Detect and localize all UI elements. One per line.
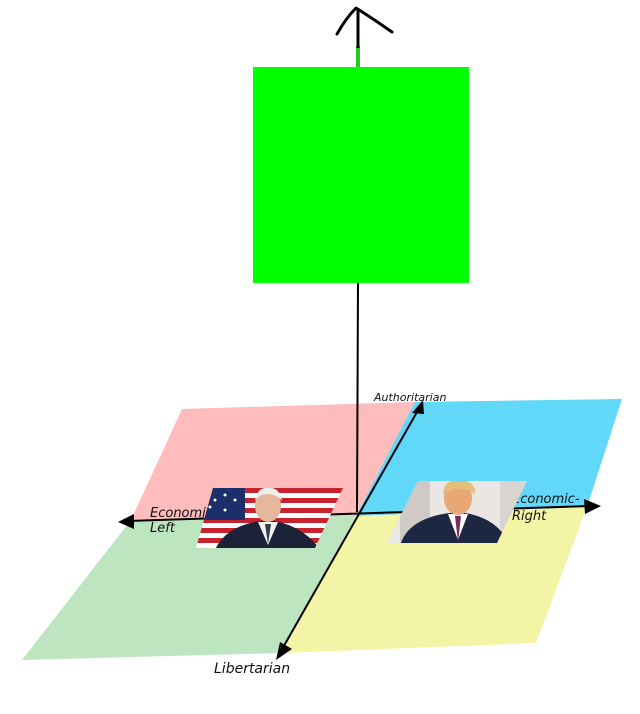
label-authoritarian: Authoritarian xyxy=(373,391,446,404)
hand-drawn-up-arrow-icon xyxy=(335,6,394,36)
libertarian-arrowhead xyxy=(276,642,292,660)
green-square xyxy=(253,67,469,283)
quadrant-libertarian-left xyxy=(22,516,356,660)
label-economic-right-2: Right xyxy=(512,509,547,524)
authoritarian-arrowhead xyxy=(412,400,424,414)
label-economic-right-1: Economic- xyxy=(512,492,580,507)
politician-portrait-left xyxy=(196,488,343,548)
label-economic-left-1: Economic- xyxy=(150,506,218,521)
vertical-pole xyxy=(356,281,359,513)
social-axis xyxy=(280,404,422,652)
label-economic-left-2: Left xyxy=(150,521,176,536)
label-libertarian: Libertarian xyxy=(214,661,290,677)
quadrant-libertarian-right xyxy=(282,507,587,653)
quadrant-authoritarian-left xyxy=(131,402,415,520)
economic-left-arrowhead xyxy=(118,514,134,529)
economic-right-arrowhead xyxy=(584,499,601,514)
